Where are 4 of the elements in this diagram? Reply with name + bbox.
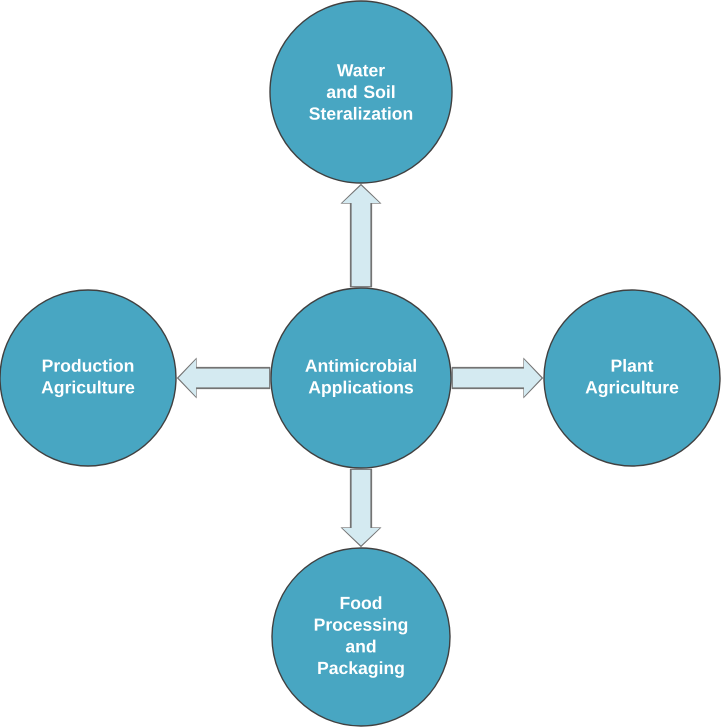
circle-node: Water and Soil Steralization xyxy=(269,0,453,184)
circle-node: Antimicrobial Applications xyxy=(270,287,452,469)
circle-node: Food Processing and Packaging xyxy=(271,547,451,727)
circle-node: Plant Agriculture xyxy=(543,289,721,467)
